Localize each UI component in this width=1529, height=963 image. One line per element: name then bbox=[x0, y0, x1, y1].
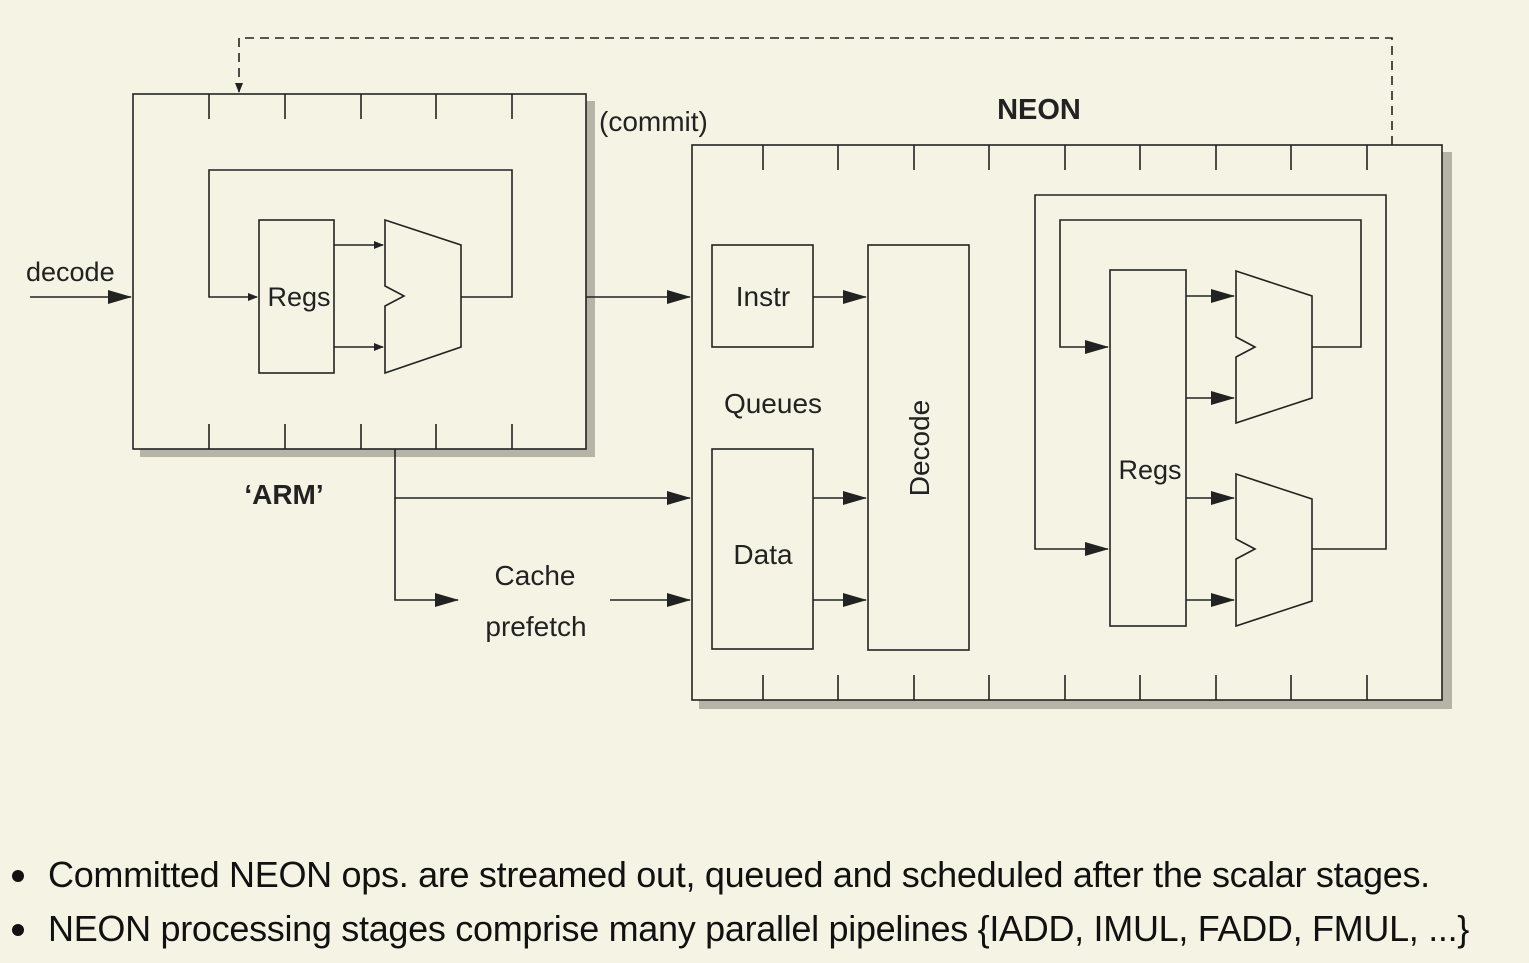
neon-regs-label: Regs bbox=[1118, 455, 1181, 485]
cache-label: Cache bbox=[495, 560, 576, 591]
bullet-text: NEON processing stages comprise many par… bbox=[48, 908, 1470, 949]
neon-pipeline-box bbox=[691, 144, 1443, 701]
arm-regs-label: Regs bbox=[267, 282, 330, 312]
instr-queue-block bbox=[711, 244, 814, 348]
neon-inner-feedback-loop bbox=[1059, 219, 1362, 354]
neon-outer-feedback-loop bbox=[1034, 194, 1387, 556]
bullet-text: Committed NEON ops. are streamed out, qu… bbox=[48, 854, 1430, 895]
decode-input-label: decode bbox=[26, 257, 115, 287]
data-label: Data bbox=[733, 539, 793, 570]
bullet-dot bbox=[12, 924, 24, 936]
neon-alu-top bbox=[1235, 269, 1313, 425]
bullet-item: NEON processing stages comprise many par… bbox=[10, 902, 1525, 956]
neon-to-arm-dashed-feedback bbox=[235, 37, 1393, 145]
bullet-item: Committed NEON ops. are streamed out, qu… bbox=[10, 848, 1525, 902]
pipeline-diagram: (commit) NEON decode Regs ‘ARM’ Instr Qu… bbox=[26, 37, 1452, 709]
neon-alu-bottom bbox=[1235, 472, 1313, 628]
neon-stage-ticks bbox=[762, 145, 1368, 700]
neon-decode-block bbox=[867, 244, 970, 651]
prefetch-label: prefetch bbox=[485, 611, 586, 642]
arm-stage-ticks bbox=[208, 94, 513, 449]
queues-label: Queues bbox=[724, 388, 822, 419]
bullet-dot bbox=[12, 870, 24, 882]
arm-to-prefetch-arrow bbox=[394, 498, 459, 607]
arm-feedback-loop bbox=[208, 169, 513, 301]
neon-regs-block bbox=[1109, 269, 1187, 627]
commit-label: (commit) bbox=[599, 106, 708, 137]
arm-label: ‘ARM’ bbox=[244, 479, 323, 510]
neon-title: NEON bbox=[997, 94, 1081, 126]
arm-alu bbox=[384, 218, 462, 375]
arm-regs-block bbox=[258, 219, 335, 374]
data-queue-block bbox=[711, 448, 814, 650]
arm-pipeline-box bbox=[132, 93, 587, 450]
bullet-list: Committed NEON ops. are streamed out, qu… bbox=[10, 848, 1525, 956]
decode-label: Decode bbox=[904, 400, 935, 497]
instr-label: Instr bbox=[736, 281, 790, 312]
